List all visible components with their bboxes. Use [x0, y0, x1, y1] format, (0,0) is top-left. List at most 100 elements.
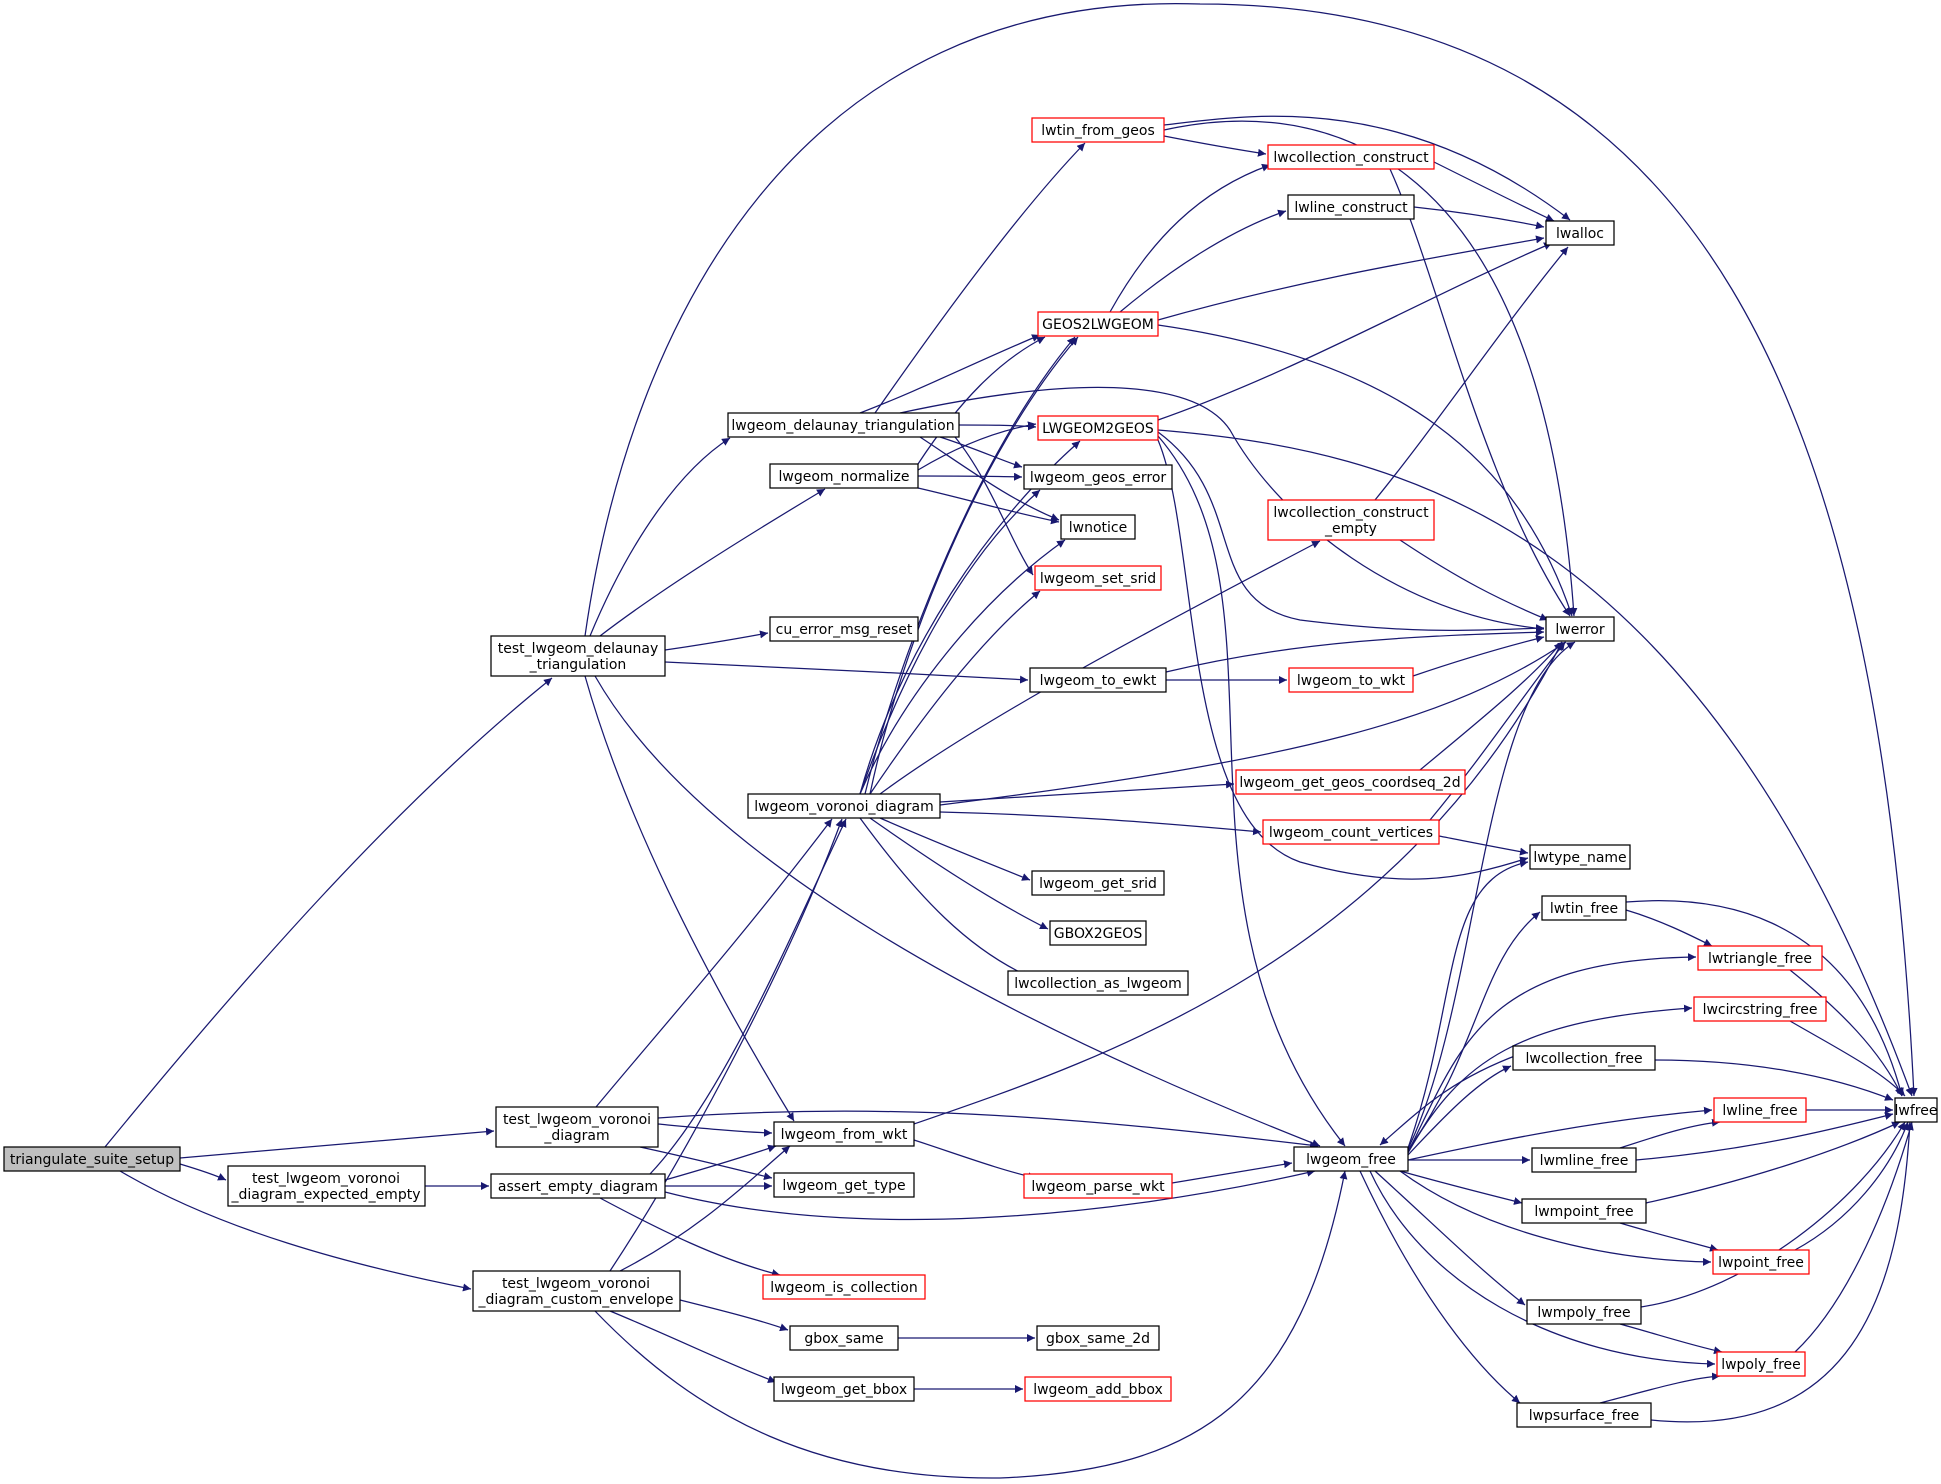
node-gbox-same[interactable]: gbox_same: [789, 1325, 899, 1351]
call-edge: [599, 488, 826, 637]
node-lwcollection-construct-empty[interactable]: lwcollection_construct _empty: [1267, 499, 1435, 541]
node-lwpsurface-free[interactable]: lwpsurface_free: [1516, 1402, 1652, 1428]
node-lwgeom-get-srid[interactable]: lwgeom_get_srid: [1031, 870, 1165, 896]
node-lwtype-name[interactable]: lwtype_name: [1529, 844, 1631, 870]
node-lwtin-from-geos[interactable]: lwtin_from_geos: [1031, 117, 1165, 143]
node-test-lwgeom-voronoi-diagram-custom-envelope[interactable]: test_lwgeom_voronoi _diagram_custom_enve…: [472, 1270, 681, 1312]
node-lwcircstring-free[interactable]: lwcircstring_free: [1693, 996, 1827, 1022]
node-label: lwgeom_add_bbox: [1033, 1382, 1163, 1398]
call-edge: [864, 336, 1076, 795]
call-edge: [869, 817, 1049, 930]
node-label: lwgeom_is_collection: [770, 1280, 917, 1296]
call-edge: [1157, 429, 1913, 1097]
node-test-lwgeom-delaunay-triangulation[interactable]: test_lwgeom_delaunay _triangulation: [490, 635, 666, 677]
node-lwpoly-free[interactable]: lwpoly_free: [1716, 1351, 1806, 1377]
node-test-lwgeom-voronoi-diagram-expected-empty[interactable]: test_lwgeom_voronoi _diagram_expected_em…: [227, 1165, 426, 1207]
node-label: lwerror: [1555, 622, 1604, 638]
node-lwgeom-add-bbox[interactable]: lwgeom_add_bbox: [1024, 1376, 1172, 1402]
call-edge: [119, 1170, 472, 1292]
node-lwcollection-as-lwgeom[interactable]: lwcollection_as_lwgeom: [1007, 970, 1189, 996]
call-edge: [939, 780, 1235, 803]
call-edge: [1645, 1121, 1901, 1204]
node-label: _empty: [1324, 521, 1377, 537]
node-label: lwtriangle_free: [1708, 951, 1812, 967]
node-label: lwgeom_delaunay_triangulation: [731, 418, 954, 434]
node-lwgeom-is-collection[interactable]: lwgeom_is_collection: [762, 1274, 926, 1300]
node-lwerror[interactable]: lwerror: [1545, 616, 1615, 642]
node-triangulate-suite-setup[interactable]: triangulate_suite_setup: [3, 1146, 181, 1172]
call-edge: [1369, 1170, 1716, 1368]
node-label: _diagram_custom_envelope: [477, 1292, 673, 1308]
call-edge: [1119, 209, 1287, 313]
call-edge: [664, 630, 769, 651]
node-label: lwmpoint_free: [1534, 1204, 1633, 1220]
node-gbox-same-2d[interactable]: gbox_same_2d: [1036, 1325, 1160, 1351]
call-edge: [1789, 969, 1903, 1097]
node-lwalloc[interactable]: lwalloc: [1545, 220, 1615, 246]
call-edge: [939, 436, 1023, 469]
call-edge: [1625, 899, 1904, 1097]
node-lwgeom-set-srid[interactable]: lwgeom_set_srid: [1034, 565, 1162, 591]
node-lwline-free[interactable]: lwline_free: [1713, 1097, 1807, 1123]
node-lwnotice[interactable]: lwnotice: [1060, 514, 1136, 540]
call-edge: [1789, 1020, 1906, 1097]
call-edge: [1399, 539, 1549, 621]
node-lwgeom-free[interactable]: lwgeom_free: [1293, 1146, 1409, 1172]
node-label: lwgeom_get_type: [782, 1178, 905, 1194]
call-edge: [664, 1144, 777, 1181]
call-edge: [1619, 1118, 1721, 1149]
node-geos2lwgeom[interactable]: GEOS2LWGEOM: [1037, 311, 1159, 337]
node-lwgeom-normalize[interactable]: lwgeom_normalize: [769, 463, 919, 489]
node-assert-empty-diagram[interactable]: assert_empty_diagram: [490, 1173, 666, 1199]
node-lwgeom-get-bbox[interactable]: lwgeom_get_bbox: [773, 1376, 915, 1402]
call-edge: [1413, 206, 1545, 230]
node-lwmline-free[interactable]: lwmline_free: [1531, 1147, 1637, 1173]
node-label: lwfree: [1895, 1103, 1938, 1119]
node-lwgeom-parse-wkt[interactable]: lwgeom_parse_wkt: [1023, 1173, 1173, 1199]
node-lwline-construct[interactable]: lwline_construct: [1287, 194, 1415, 220]
call-edge: [869, 590, 1041, 795]
call-edge: [657, 1123, 773, 1137]
node-test-lwgeom-voronoi-diagram[interactable]: test_lwgeom_voronoi _diagram: [495, 1106, 659, 1148]
node-lwfree[interactable]: lwfree: [1894, 1097, 1938, 1123]
node-label: lwgeom_get_geos_coordseq_2d: [1239, 775, 1460, 791]
node-label: lwtin_from_geos: [1041, 123, 1155, 139]
node-lwgeom-delaunay-triangulation[interactable]: lwgeom_delaunay_triangulation: [727, 412, 960, 438]
call-edge: [594, 675, 1321, 1147]
node-lwmpoly-free[interactable]: lwmpoly_free: [1526, 1299, 1642, 1325]
node-lwgeom-to-wkt[interactable]: lwgeom_to_wkt: [1288, 667, 1414, 693]
call-edge: [1157, 431, 1545, 633]
node-lwmpoint-free[interactable]: lwmpoint_free: [1521, 1198, 1647, 1224]
node-label: lwcollection_free: [1525, 1051, 1642, 1067]
call-edge: [1399, 1170, 1523, 1205]
call-edge: [1794, 1121, 1914, 1353]
node-label: lwgeom_to_ewkt: [1040, 673, 1157, 689]
node-lwgeom-get-geos-coordseq-2d[interactable]: lwgeom_get_geos_coordseq_2d: [1235, 769, 1466, 795]
node-lwtriangle-free[interactable]: lwtriangle_free: [1697, 945, 1823, 971]
call-edge: [179, 1163, 227, 1181]
node-lwgeom-to-ewkt[interactable]: lwgeom_to_ewkt: [1029, 667, 1167, 693]
node-label: lwgeom_get_srid: [1039, 876, 1157, 892]
node-lwcollection-free[interactable]: lwcollection_free: [1512, 1045, 1656, 1071]
call-edge: [1635, 1112, 1894, 1161]
call-edge: [1374, 1170, 1526, 1306]
node-lwpoint-free[interactable]: lwpoint_free: [1712, 1249, 1810, 1275]
node-lwgeom-geos-error[interactable]: lwgeom_geos_error: [1023, 464, 1173, 490]
node-label: lwcircstring_free: [1703, 1002, 1818, 1018]
call-edge: [1157, 242, 1553, 421]
node-lwgeom-get-type[interactable]: lwgeom_get_type: [773, 1172, 915, 1198]
call-edge: [917, 421, 1037, 471]
call-edge: [1619, 1222, 1719, 1252]
node-lwgeom-voronoi-diagram[interactable]: lwgeom_voronoi_diagram: [747, 793, 941, 819]
node-gbox2geos[interactable]: GBOX2GEOS: [1049, 920, 1147, 946]
node-cu-error-msg-reset[interactable]: cu_error_msg_reset: [769, 616, 919, 642]
node-label: cu_error_msg_reset: [776, 622, 913, 638]
call-edge: [1163, 120, 1578, 617]
node-label: lwgeom_from_wkt: [781, 1127, 908, 1143]
node-lwgeom-count-vertices[interactable]: lwgeom_count_vertices: [1262, 819, 1440, 845]
node-lwgeom2geos[interactable]: LWGEOM2GEOS: [1037, 415, 1159, 441]
node-lwgeom-from-wkt[interactable]: lwgeom_from_wkt: [773, 1121, 915, 1147]
node-label: LWGEOM2GEOS: [1042, 421, 1154, 437]
node-lwtin-free[interactable]: lwtin_free: [1541, 895, 1627, 921]
node-lwcollection-construct[interactable]: lwcollection_construct: [1267, 144, 1435, 170]
